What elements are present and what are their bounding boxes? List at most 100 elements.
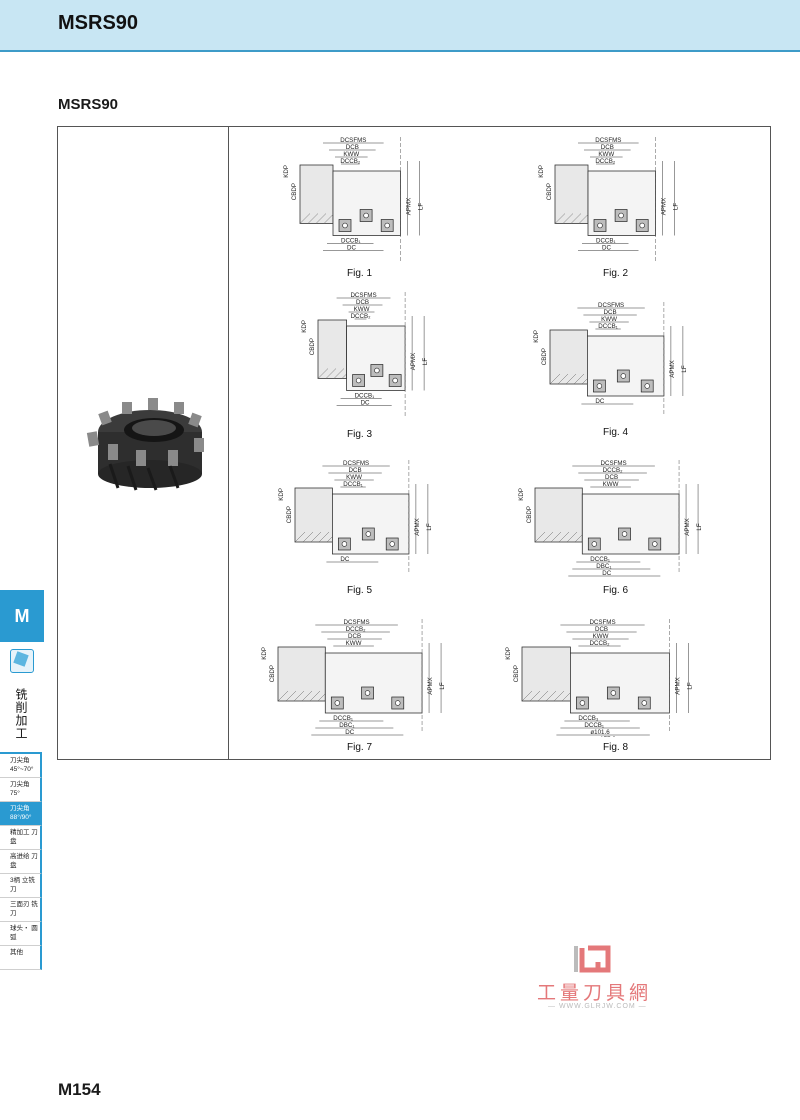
side-navigation: 刀尖角 45°~70°刀尖角 75°刀尖角 88°/90°精加工 刀盘高进给 刀… <box>0 752 42 970</box>
dimension-label: DCCB₂ <box>590 640 611 647</box>
figure-3-caption: Fig. 3 <box>347 429 373 440</box>
dimension-label: CBDP <box>286 506 293 523</box>
dimension-label: APMX <box>427 677 434 695</box>
sidenav-item-1[interactable]: 刀尖角 75° <box>0 778 42 802</box>
dimension-label: APMX <box>674 677 681 695</box>
dimension-label: KDP <box>301 320 308 333</box>
figure-5-caption: Fig. 5 <box>347 585 373 596</box>
insert-shape <box>587 537 601 551</box>
hatch-line <box>325 368 337 379</box>
section-tab-m[interactable]: M <box>0 590 44 642</box>
figure-6-caption: Fig. 6 <box>603 585 629 596</box>
insert-shape <box>614 209 628 222</box>
dimension-label: DCCB₁ <box>598 323 618 330</box>
dimension-label: CBDP <box>526 506 533 523</box>
dimension-label: DC <box>361 400 370 407</box>
dimension-label: DCCB₂ <box>603 467 624 474</box>
dimension-label: DCSFMS <box>340 137 366 144</box>
sidenav-item-6[interactable]: 三面刃 铣刀 <box>0 898 42 922</box>
dimension-label: APMX <box>684 518 691 536</box>
sidenav-item-0[interactable]: 刀尖角 45°~70° <box>0 754 42 778</box>
dimension-label: KDP <box>283 165 290 178</box>
dimension-label: CBDP <box>291 183 298 200</box>
dimension-label: DCSFMS <box>350 292 376 299</box>
insert-shape <box>330 696 344 710</box>
insert-shape <box>338 537 351 551</box>
insert-shape <box>640 379 654 393</box>
dimension-label: APMX <box>661 198 668 216</box>
hatch-line <box>578 213 590 224</box>
insert-shape <box>385 537 399 551</box>
dimension-label: DCCB₁ <box>590 556 610 563</box>
figure-7-caption: Fig. 7 <box>347 742 373 753</box>
dimension-label: KWW <box>593 633 609 640</box>
dimension-label: KDP <box>505 647 512 660</box>
holder-shape <box>317 319 348 379</box>
dimension-label: KWW <box>343 151 359 158</box>
hatch-line <box>557 373 569 385</box>
hatch-line <box>285 690 297 702</box>
insert-shape <box>388 374 402 387</box>
hatch-line <box>565 373 577 385</box>
hatch-line <box>550 531 562 543</box>
dimension-label: DCCB₁ <box>333 715 353 722</box>
dimension-label: DCB <box>346 144 359 151</box>
product-frame <box>57 126 771 760</box>
insert-shape <box>593 219 607 232</box>
sidenav-item-4[interactable]: 高进给 刀盘 <box>0 850 42 874</box>
figure-6-drawing: DCSFMSDCCB₂DCBKWWKDPCBDPLFAPMXDCCB₁DBC₁D… <box>518 460 703 577</box>
hatch-line <box>310 531 322 543</box>
dimension-label: KDP <box>538 165 545 178</box>
dimension-label: DCCB₂ <box>351 313 372 320</box>
dimension-label: DCSFMS <box>343 460 369 467</box>
sidenav-item-8[interactable]: 其他 <box>0 946 42 970</box>
watermark-logo-icon <box>574 945 611 973</box>
holder-shape <box>277 646 326 702</box>
dimension-label: DC <box>602 570 611 577</box>
holder-shape <box>299 164 334 224</box>
dimension-label: LF <box>673 203 680 210</box>
holder-shape <box>554 164 589 224</box>
hatch-line <box>562 213 574 224</box>
dimension-label: KDP <box>261 647 268 660</box>
dimension-label: DCB <box>348 633 361 640</box>
dimension-label: DC <box>595 398 604 405</box>
dimension-label: CBDP <box>269 665 276 682</box>
dimension-label: DCSFMS <box>589 619 615 626</box>
hatch-line <box>301 690 313 702</box>
dimension-label: DCCB₂ <box>346 626 367 633</box>
dimension-label: DCB <box>601 144 614 151</box>
dimension-label: CBDP <box>541 348 548 365</box>
dimension-label: APMX <box>669 360 676 378</box>
hatch-line <box>307 213 319 224</box>
sidenav-item-2[interactable]: 刀尖角 88°/90° <box>0 802 42 826</box>
dimension-label: DC <box>602 245 611 252</box>
dimension-label: DBC₁ <box>596 563 611 570</box>
sidenav-item-5[interactable]: 3柄 立铣刀 <box>0 874 42 898</box>
figure-8-caption: Fig. 8 <box>603 742 629 753</box>
figure-2-caption: Fig. 2 <box>603 268 629 279</box>
dimension-label: DC <box>347 245 356 252</box>
hatch-line <box>542 531 554 543</box>
insert-shape <box>648 537 662 551</box>
dimension-label: KDP <box>533 330 540 343</box>
hatch-line <box>553 690 565 702</box>
dimension-label: DCSFMS <box>598 302 624 309</box>
dimension-label: DCCB₁ <box>596 238 616 245</box>
hatch-line <box>554 213 566 224</box>
dimension-label: LF <box>439 682 446 689</box>
sidenav-item-3[interactable]: 精加工 刀盘 <box>0 826 42 850</box>
tab-vertical-label: 铣削加工 <box>14 688 28 740</box>
section-title: MSRS90 <box>58 96 119 113</box>
dimension-label: CBDP <box>309 338 316 355</box>
sidenav-item-7[interactable]: 球头・ 圆弧 <box>0 922 42 946</box>
